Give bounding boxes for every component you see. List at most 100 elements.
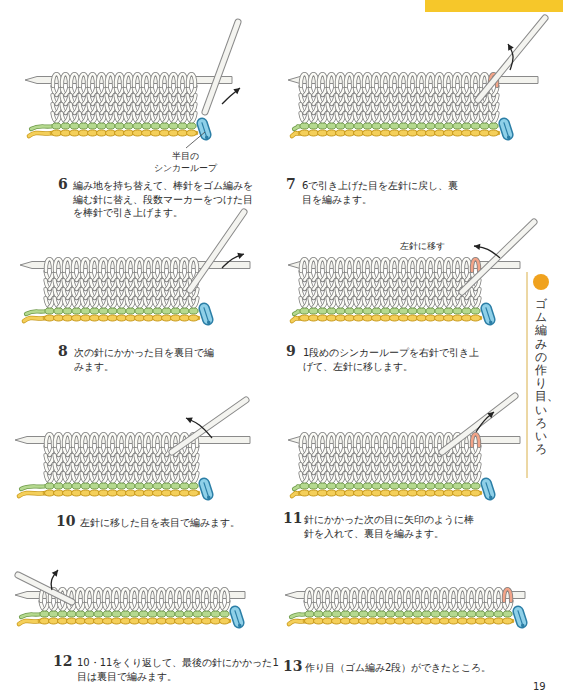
knitting-illustration: [53, 74, 60, 86]
knitting-illustration: [345, 123, 354, 129]
knitting-illustration: [188, 74, 195, 86]
knitting-illustration: [301, 74, 308, 86]
knitting-illustration: [427, 259, 434, 271]
knitting-illustration: [310, 259, 317, 271]
knitting-illustration: [73, 434, 80, 446]
knitting-illustration: [109, 259, 116, 271]
stitch-marker: [198, 302, 214, 326]
knitting-illustration: [409, 74, 416, 86]
knitting-illustration: [72, 308, 81, 314]
stitch-marker: [507, 135, 512, 140]
knitting-illustration: [145, 434, 152, 446]
knitting-illustration: [124, 123, 133, 129]
knitting-illustration: [494, 113, 498, 122]
knitting-illustration: [90, 483, 99, 489]
knitting-illustration: [171, 308, 180, 314]
knitting-illustration: [328, 74, 335, 86]
knitting-illustration: [189, 490, 199, 496]
knitting-illustration: [372, 123, 381, 129]
knitting-illustration: [99, 483, 108, 489]
knitting-illustration: [127, 259, 134, 271]
knitting-illustration: [427, 74, 434, 86]
right-needle: [478, 18, 545, 100]
knitting-illustration: [91, 434, 98, 446]
knitting-illustration: [399, 308, 408, 314]
knitting-illustration: [363, 308, 372, 314]
knitting-illustration: [26, 311, 47, 314]
direction-arrow: [222, 88, 240, 104]
knitting-illustration: [163, 434, 170, 446]
knitting-illustration: [346, 74, 353, 86]
knitting-illustration: [188, 74, 195, 86]
right-needle: [172, 400, 246, 452]
stitch-marker: [198, 302, 214, 326]
knitting-illustration: [172, 259, 179, 271]
knitting-illustration: [89, 74, 96, 86]
knitting-illustration: [390, 123, 399, 129]
stitch-marker: [204, 307, 209, 321]
stitch-marker: [498, 117, 514, 141]
knitting-illustration: [45, 483, 54, 489]
knitting-illustration: [45, 308, 54, 314]
knitting-illustration: [318, 308, 327, 314]
direction-arrow: [186, 417, 212, 438]
knitting-illustration: [301, 259, 308, 271]
knitting-illustration: [346, 74, 353, 86]
knitting-illustration: [337, 74, 344, 86]
direction-arrow: [186, 418, 212, 438]
knitting-illustration: [25, 22, 240, 141]
knitting-illustration: [427, 259, 434, 271]
knitting-illustration: [409, 259, 416, 271]
knitting-illustration: [373, 259, 380, 271]
knitting-illustration: [81, 308, 90, 314]
knitting-illustration: [116, 74, 123, 86]
stitch-marker: [204, 482, 209, 496]
knitting-illustration: [151, 123, 160, 129]
knitting-illustration: [436, 259, 443, 271]
knitting-illustration: [390, 308, 399, 314]
knitting-illustration: [53, 74, 60, 86]
knitting-illustration: [472, 74, 479, 86]
knitting-illustration: [391, 259, 398, 271]
knitting-illustration: [46, 434, 53, 446]
knitting-illustration: [145, 259, 152, 271]
knitting-illustration: [337, 259, 344, 271]
knitting-illustration: [161, 74, 168, 86]
knitting-illustration: [435, 308, 444, 314]
knitting-illustration: [73, 259, 80, 271]
knitting-illustration: [472, 259, 479, 271]
knitting-illustration: [391, 74, 398, 86]
knitting-illustration: [163, 259, 170, 271]
knitting-illustration: [45, 316, 198, 321]
knitting-needle: [25, 77, 232, 84]
knitting-illustration: [494, 113, 498, 122]
knitting-illustration: [154, 434, 161, 446]
knitting-illustration: [135, 308, 144, 314]
knitting-illustration: [337, 74, 344, 86]
knitting-illustration: [300, 308, 309, 314]
stitch-marker: [480, 302, 496, 326]
knitting-illustration: [194, 298, 198, 307]
knitting-illustration: [363, 123, 372, 129]
direction-arrow: [508, 44, 514, 70]
knitting-illustration: [153, 308, 162, 314]
knitting-illustration: [319, 259, 326, 271]
knitting-illustration: [445, 74, 452, 86]
right-needle: [478, 18, 545, 100]
knitting-illustration: [98, 74, 105, 86]
knitting-illustration: [179, 74, 186, 86]
knitting-illustration: [454, 74, 461, 86]
knitting-illustration: [189, 308, 198, 314]
knitting-illustration: [364, 259, 371, 271]
knitting-illustration: [187, 130, 197, 136]
knitting-illustration: [52, 123, 61, 129]
knitting-illustration: [91, 259, 98, 271]
knitting-illustration: [445, 259, 452, 271]
knitting-illustration: [89, 74, 96, 86]
knitting-illustration: [454, 74, 461, 86]
stitch-marker: [504, 122, 509, 136]
knitting-illustration: [152, 74, 159, 86]
knitting-illustration: [454, 259, 461, 271]
knitting-illustration: [126, 483, 135, 489]
knitting-illustration: [62, 74, 69, 86]
